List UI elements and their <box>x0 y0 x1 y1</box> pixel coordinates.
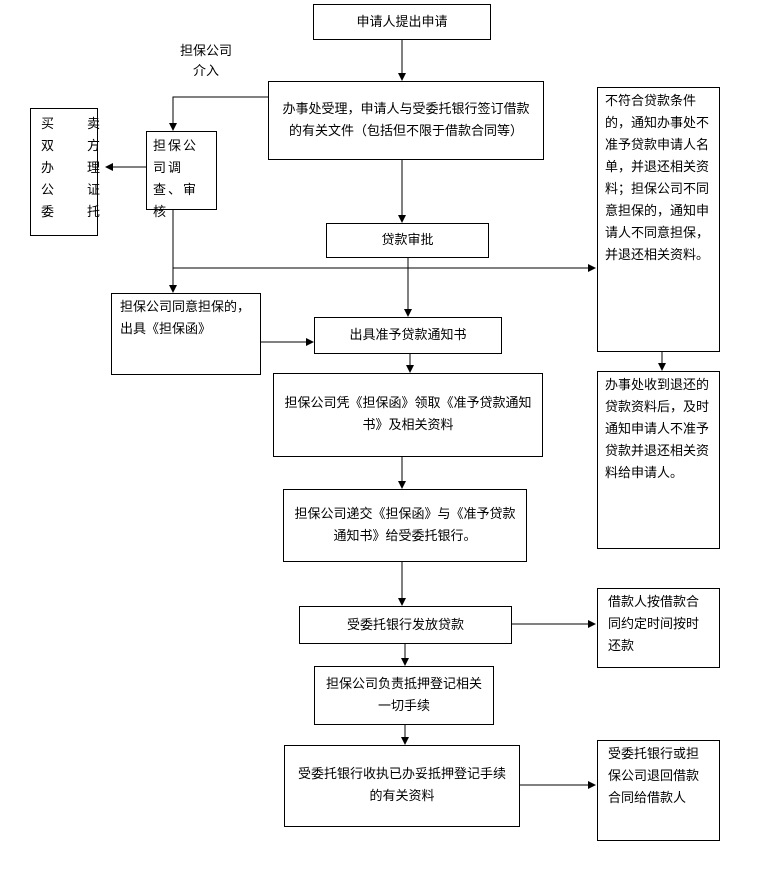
node-office-return: 办事处收到退还的贷款资料后，及时通知申请人不准予贷款并退还相关资料给申请人。 <box>597 371 720 549</box>
label-guarantor-join: 担保公司介入 <box>179 44 232 79</box>
node-mortgage: 担保公司负责抵押登记相关一切手续 <box>314 666 494 725</box>
node-collect: 担保公司凭《担保函》领取《准予贷款通知书》及相关资料 <box>273 373 543 457</box>
buyer-seller-line-4: 公 证 <box>41 183 111 198</box>
node-accept: 办事处受理，申请人与受委托银行签订借款的有关文件（包括但不限于借款合同等） <box>268 81 544 160</box>
node-receipt: 受委托银行收执已办妥抵押登记手续的有关资料 <box>284 745 520 827</box>
node-guarantor-agree: 担保公司同意担保的，出具《担保函》 <box>111 293 261 375</box>
node-guarantor-check: 担保公司调查、审核 <box>146 131 217 220</box>
node-disburse: 受委托银行发放贷款 <box>299 606 512 644</box>
buyer-seller-line-5: 委 托 <box>41 205 111 220</box>
node-repay: 借款人按借款合同约定时间按时还款 <box>597 588 720 668</box>
node-loan-approval: 贷款审批 <box>326 223 489 258</box>
node-submit: 担保公司递交《担保函》与《准予贷款通知书》给受委托银行。 <box>283 489 527 562</box>
node-buyer-seller: 买 卖 双 方 办 理 公 证 委 托 <box>30 108 111 236</box>
arrow-accept-to-guarantor-check <box>169 96 268 131</box>
node-apply: 申请人提出申请 <box>313 4 491 40</box>
node-notice: 出具准予贷款通知书 <box>314 317 502 354</box>
buyer-seller-line-3: 办 理 <box>41 161 111 176</box>
node-return-contract: 受委托银行或担保公司退回借款合同给借款人 <box>597 740 720 841</box>
buyer-seller-line-1: 买 卖 <box>41 117 111 132</box>
node-reject: 不符合贷款条件的，通知办事处不准予贷款申请人名单，并退还相关资料；担保公司不同意… <box>597 87 720 352</box>
buyer-seller-line-2: 双 方 <box>41 139 111 154</box>
